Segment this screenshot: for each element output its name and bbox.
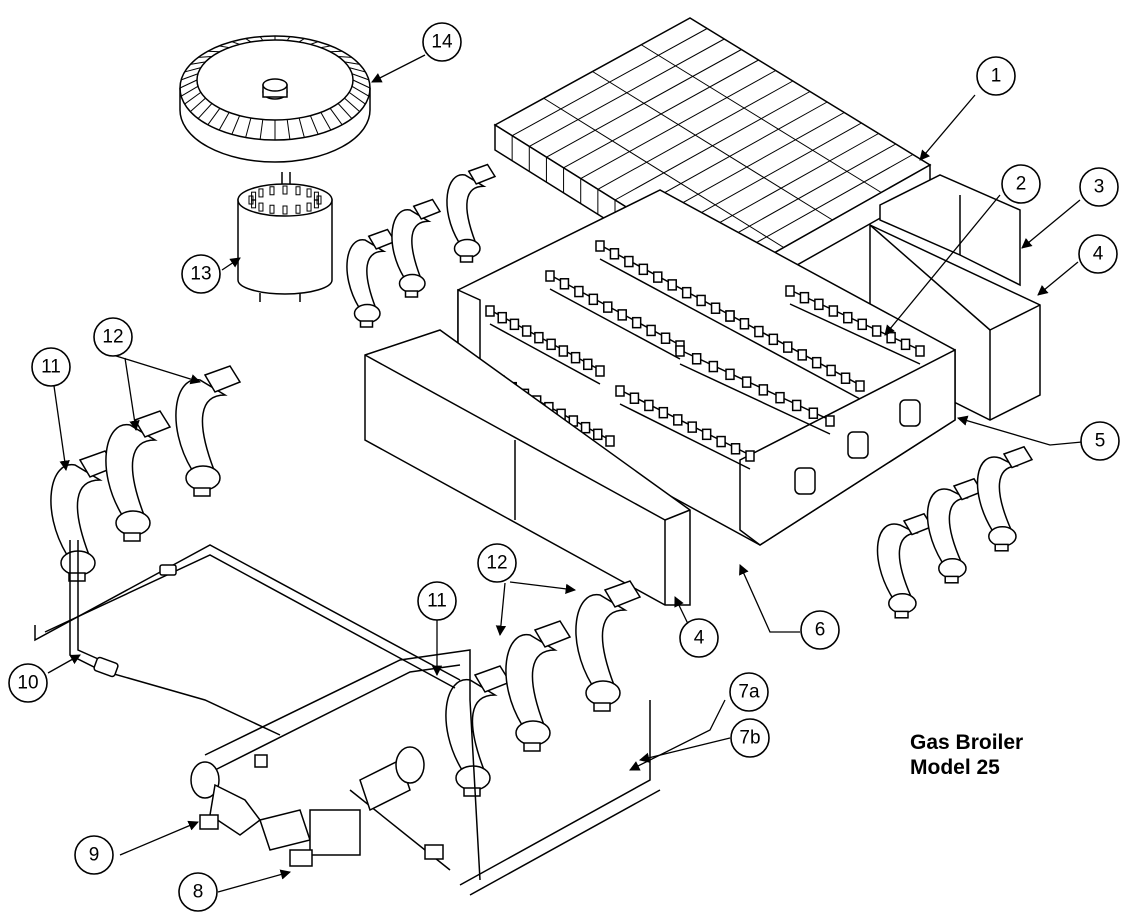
callout-8-label: 8 [193, 882, 204, 903]
callout-3: 3 [1079, 167, 1119, 207]
blower-motor [237, 172, 333, 302]
callout-5: 5 [1080, 421, 1120, 461]
side-panel [879, 174, 1021, 287]
callout-11-center-label: 11 [427, 591, 447, 612]
burner-venturi-group-right [876, 445, 1034, 619]
callout-11-left: 11 [31, 347, 71, 387]
callout-13: 13 [181, 254, 221, 294]
callout-4-upper: 4 [1078, 234, 1118, 274]
callout-9: 9 [74, 835, 114, 875]
callout-1-label: 1 [991, 66, 1002, 87]
callout-12-right: 12 [477, 543, 517, 583]
callout-7b: 7b [730, 718, 770, 758]
callout-12-left-label: 12 [102, 327, 123, 348]
burner-venturi-group-upper [346, 163, 497, 328]
diagram-title-line-2: Model 25 [910, 756, 1000, 779]
callout-14-label: 14 [431, 32, 453, 53]
callout-12-right-label: 12 [486, 553, 507, 574]
front-insulation-block [364, 329, 691, 606]
callout-10: 10 [8, 663, 48, 703]
callout-6: 6 [800, 610, 840, 650]
diagram-title-line-1: Gas Broiler [910, 731, 1024, 754]
gas-manifold [34, 540, 661, 896]
callout-3-label: 3 [1094, 177, 1105, 198]
callout-14: 14 [422, 22, 462, 62]
callout-8: 8 [178, 872, 218, 912]
callout-9-label: 9 [89, 845, 100, 866]
burner-venturi-group-left [50, 365, 642, 797]
callout-2-label: 2 [1016, 174, 1027, 195]
callout-1: 1 [976, 56, 1016, 96]
callout-4-lower: 4 [679, 618, 719, 658]
blower-wheel [179, 35, 371, 163]
callout-7a: 7a [729, 672, 769, 712]
callout-5-label: 5 [1095, 431, 1106, 452]
callout-12-left: 12 [93, 317, 133, 357]
callout-7a-label: 7a [738, 682, 760, 703]
callout-2: 2 [1001, 164, 1041, 204]
callout-leaders [47, 54, 1083, 893]
callout-10-label: 10 [17, 673, 38, 694]
callout-11-center: 11 [417, 581, 457, 621]
callout-4-upper-label: 4 [1093, 244, 1104, 265]
diagram-title: Gas Broiler Model 25 [910, 730, 1023, 780]
callout-4-lower-label: 4 [694, 628, 705, 649]
callout-6-label: 6 [815, 620, 826, 641]
callout-13-label: 13 [190, 264, 211, 285]
callout-11-left-label: 11 [41, 357, 61, 378]
callout-7b-label: 7b [739, 728, 760, 749]
